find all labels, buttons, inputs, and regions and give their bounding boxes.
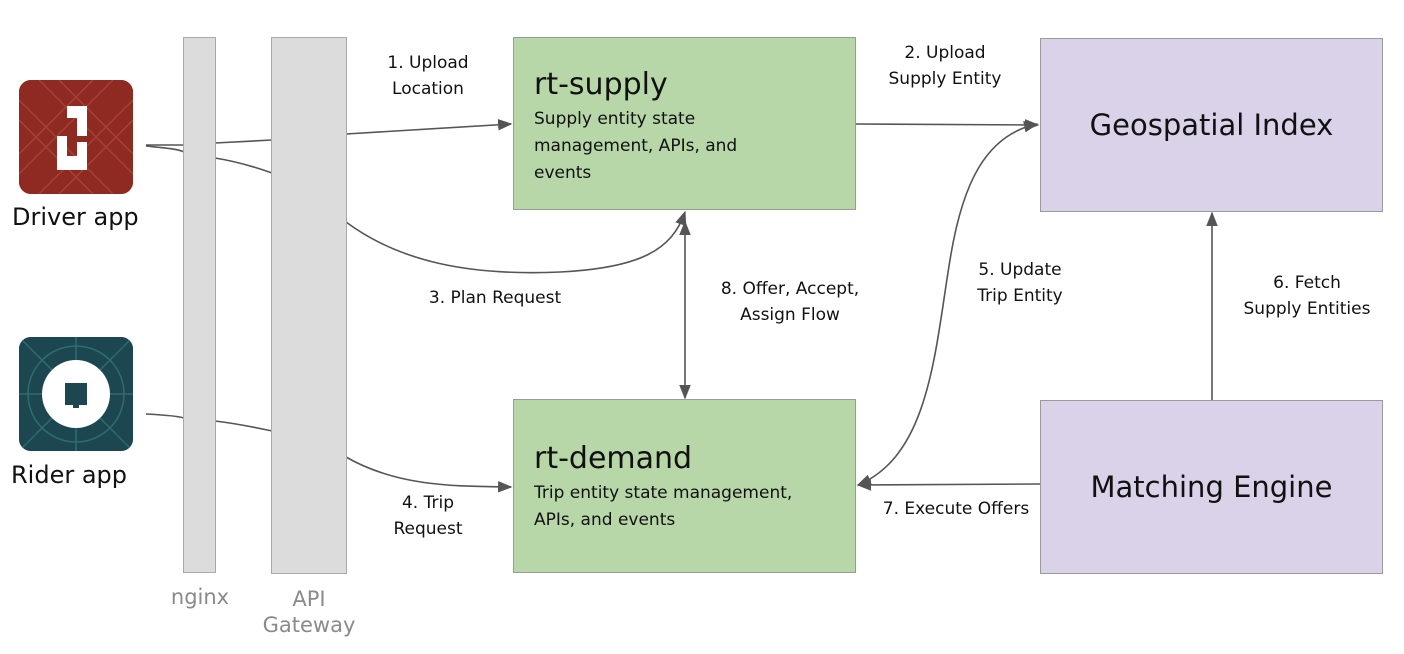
rt-demand-title: rt-demand [534,441,693,476]
nginx-column [183,37,216,573]
edge-label-upload-location-line2: Location [392,79,464,99]
arrow-trip-request [145,413,511,487]
edge-label-offer-accept-assign-line2: Assign Flow [740,305,840,325]
edge-label-trip-request-line1: 4. Trip [401,493,454,513]
rider-app-label: Rider app [11,461,128,489]
api-gateway-label-line1: API [292,587,326,611]
edge-label-trip-request-line2: Request [393,519,463,539]
edge-label-update-trip-entity: 5. Update Trip Entity [960,257,1080,309]
rt-demand-desc-line2: APIs, and events [534,510,676,530]
arrow-update-trip-entity [856,121,1039,486]
arrow-plan-request [145,145,685,274]
arrow-upload-supply-entity [855,119,1040,131]
edge-label-fetch-supply-entities: 6. Fetch Supply Entities [1222,270,1392,322]
edge-label-update-trip-entity-line2: Trip Entity [977,286,1063,306]
api-gateway-label-line2: Gateway [262,613,356,637]
rt-demand-box[interactable]: rt-demand Trip entity state management, … [513,399,856,573]
api-gateway-column [271,37,347,574]
edge-label-upload-supply-entity-line2: Supply Entity [888,69,1002,89]
edge-label-execute-offers: 7. Execute Offers [866,496,1046,522]
driver-app-label: Driver app [12,203,139,231]
edge-label-fetch-supply-entities-line1: 6. Fetch [1273,273,1341,293]
arrow-execute-offers [856,479,1041,491]
edge-label-upload-supply-entity-line1: 2. Upload [904,43,986,63]
edge-label-trip-request: 4. Trip Request [368,490,488,542]
rt-supply-box[interactable]: rt-supply Supply entity state management… [513,37,856,210]
rt-supply-desc-line2: management, APIs, and [534,136,738,156]
rt-supply-description: Supply entity state management, APIs, an… [534,106,855,187]
api-gateway-label: API Gateway [249,586,369,638]
edge-label-upload-location: 1. Upload Location [363,50,493,102]
geospatial-index-box[interactable]: Geospatial Index [1040,38,1383,212]
nginx-label: nginx [170,585,230,609]
edge-label-update-trip-entity-line1: 5. Update [978,260,1062,280]
geospatial-index-title: Geospatial Index [1089,108,1334,142]
edge-label-fetch-supply-entities-line2: Supply Entities [1243,299,1371,319]
edge-label-offer-accept-assign-line1: 8. Offer, Accept, [720,279,860,299]
rt-supply-desc-line1: Supply entity state [534,109,696,129]
edge-label-execute-offers-line1: 7. Execute Offers [882,499,1030,519]
edge-label-upload-location-line1: 1. Upload [387,53,469,73]
rt-demand-desc-line1: Trip entity state management, [534,483,793,503]
edge-label-offer-accept-assign: 8. Offer, Accept, Assign Flow [700,276,880,328]
rt-demand-description: Trip entity state management, APIs, and … [534,480,855,534]
driver-app-icon[interactable] [19,80,133,194]
edge-label-plan-request-line1: 3. Plan Request [428,288,562,308]
edge-label-upload-supply-entity: 2. Upload Supply Entity [870,40,1020,92]
arrow-upload-location [146,124,511,146]
rider-app-icon[interactable] [19,337,133,451]
rt-supply-desc-line3: events [534,163,592,183]
edge-label-plan-request: 3. Plan Request [405,285,585,311]
rt-supply-title: rt-supply [534,67,668,102]
matching-engine-title: Matching Engine [1090,470,1333,504]
matching-engine-box[interactable]: Matching Engine [1040,400,1383,574]
